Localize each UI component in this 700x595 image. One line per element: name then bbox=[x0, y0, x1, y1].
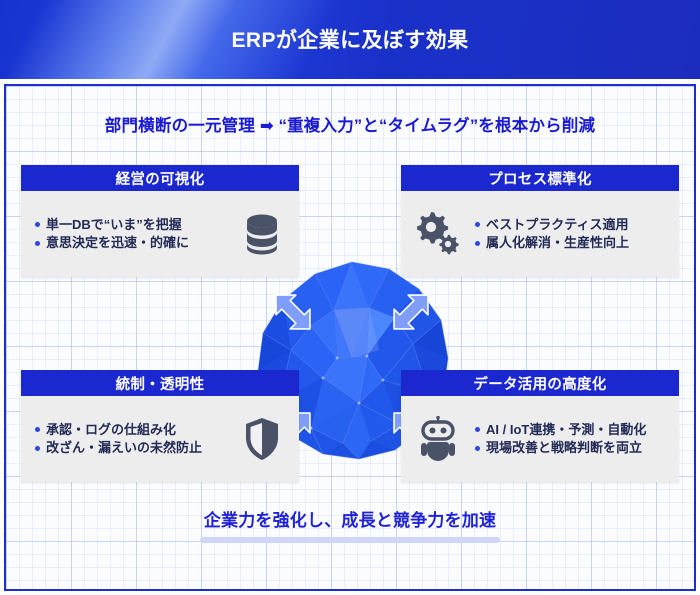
database-icon bbox=[231, 212, 293, 256]
card-control-transparency[interactable]: 統制・透明性 承認・ログの仕組み化 改ざん・漏えいの未然防止 bbox=[21, 370, 299, 482]
bullet-dot-icon bbox=[35, 240, 40, 246]
bullet-dot-icon bbox=[35, 222, 40, 228]
arrow-up-right bbox=[393, 294, 429, 330]
page-title: ERPが企業に及ぼす効果 bbox=[231, 29, 469, 52]
bullet-text: AI / IoT連携・予測・自動化 bbox=[486, 421, 647, 437]
gears-icon bbox=[407, 211, 469, 257]
bullet-list: AI / IoT連携・予測・自動化 現場改善と戦略判断を両立 bbox=[469, 419, 673, 460]
list-item: 意思決定を迅速・的確に bbox=[35, 235, 231, 250]
bullet-dot-icon bbox=[475, 222, 480, 228]
card-process-standardization[interactable]: プロセス標準化 ベストプラクティス適用 属人化解消・生産性向上 bbox=[401, 165, 679, 277]
list-item: 現場改善と戦略判断を両立 bbox=[475, 440, 671, 455]
card-body: ベストプラクティス適用 属人化解消・生産性向上 bbox=[401, 191, 679, 277]
bullet-list: 承認・ログの仕組み化 改ざん・漏えいの未然防止 bbox=[27, 419, 231, 460]
bullet-dot-icon bbox=[475, 445, 480, 451]
bullet-text: 改ざん・漏えいの未然防止 bbox=[46, 440, 203, 455]
card-title: 経営の可視化 bbox=[21, 165, 299, 191]
bullet-text: 意思決定を迅速・的確に bbox=[46, 235, 190, 250]
card-title: 統制・透明性 bbox=[21, 370, 299, 396]
bullet-text: 承認・ログの仕組み化 bbox=[46, 421, 177, 437]
bullet-text: ベストプラクティス適用 bbox=[486, 216, 629, 232]
card-body: 承認・ログの仕組み化 改ざん・漏えいの未然防止 bbox=[21, 396, 299, 482]
shield-icon bbox=[231, 416, 293, 462]
footer-block: 企業力を強化し、成長と競争力を加速 bbox=[6, 506, 694, 543]
list-item: 属人化解消・生産性向上 bbox=[475, 235, 671, 250]
card-title: データ活用の高度化 bbox=[401, 370, 679, 396]
card-data-utilization[interactable]: データ活用の高度化 AI / IoT連携・予測・自動化 現場改善と戦略判断を両立 bbox=[401, 370, 679, 482]
robot-icon bbox=[407, 416, 469, 462]
card-management-visualization[interactable]: 経営の可視化 単一DBで“いま”を把握 意思決定を迅速・的確に bbox=[21, 165, 299, 277]
bullet-text: 単一DBで“いま”を把握 bbox=[46, 216, 182, 232]
bullet-dot-icon bbox=[35, 427, 40, 433]
card-body: 単一DBで“いま”を把握 意思決定を迅速・的確に bbox=[21, 191, 299, 277]
sphere-vertices bbox=[309, 354, 401, 430]
bullet-dot-icon bbox=[475, 240, 480, 246]
bullet-text: 現場改善と戦略判断を両立 bbox=[486, 440, 643, 455]
bullet-text: 属人化解消・生産性向上 bbox=[486, 235, 630, 250]
list-item: 改ざん・漏えいの未然防止 bbox=[35, 440, 231, 455]
list-item: AI / IoT連携・予測・自動化 bbox=[475, 421, 671, 437]
board-subtitle: 部門横断の一元管理 ➡ “重複入力”と“タイムラグ”を根本から削減 bbox=[104, 117, 596, 135]
bullet-dot-icon bbox=[35, 445, 40, 451]
bullet-dot-icon bbox=[475, 427, 480, 433]
list-item: 単一DBで“いま”を把握 bbox=[35, 216, 231, 232]
title-bar: ERPが企業に及ぼす効果 bbox=[0, 0, 700, 79]
arrow-up-left bbox=[275, 294, 311, 330]
card-title: プロセス標準化 bbox=[401, 165, 679, 191]
bullet-list: 単一DBで“いま”を把握 意思決定を迅速・的確に bbox=[27, 214, 231, 255]
card-body: AI / IoT連携・予測・自動化 現場改善と戦略判断を両立 bbox=[401, 396, 679, 482]
footer-underline bbox=[200, 537, 500, 543]
bullet-list: ベストプラクティス適用 属人化解消・生産性向上 bbox=[469, 214, 673, 255]
content-board: 部門横断の一元管理 ➡ “重複入力”と“タイムラグ”を根本から削減 bbox=[4, 84, 696, 591]
list-item: ベストプラクティス適用 bbox=[475, 216, 671, 232]
footer-text: 企業力を強化し、成長と競争力を加速 bbox=[203, 511, 497, 530]
list-item: 承認・ログの仕組み化 bbox=[35, 421, 231, 437]
